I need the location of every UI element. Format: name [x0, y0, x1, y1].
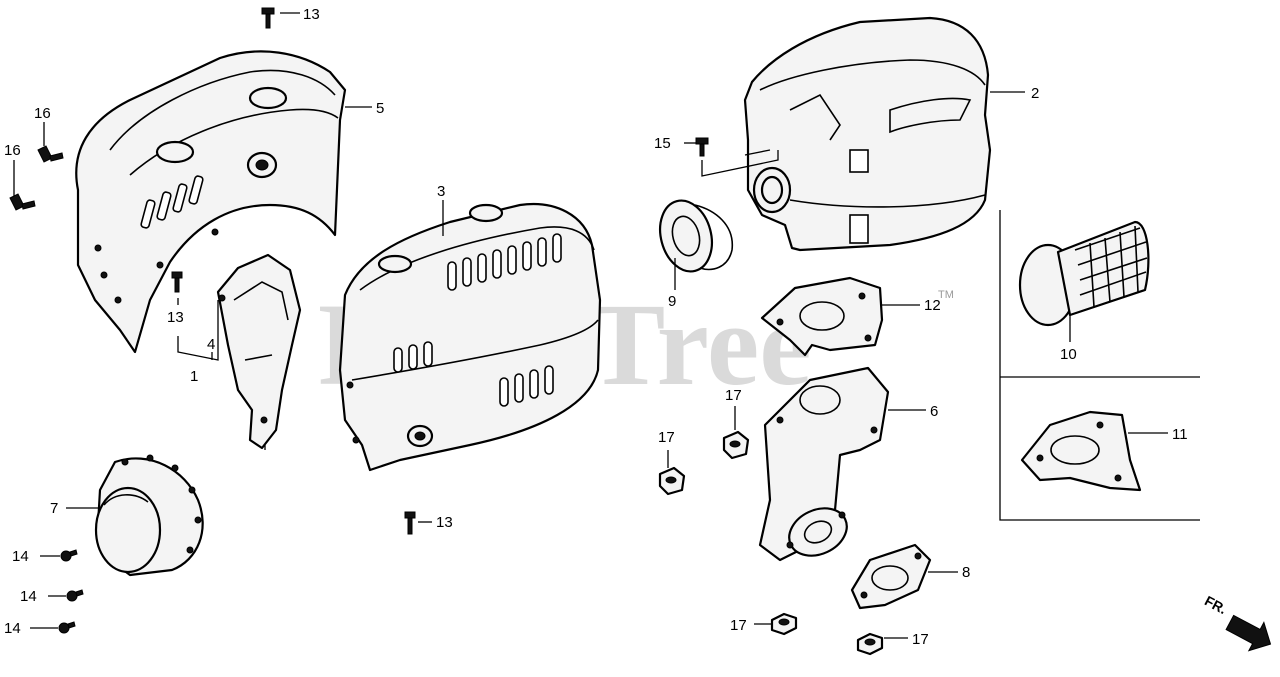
label-part-12: 12 — [924, 297, 941, 314]
screw-14-c — [58, 621, 76, 634]
part-5-muffler-shroud — [75, 50, 347, 354]
trademark-mark: TM — [938, 289, 954, 301]
bolt-13-bottom — [404, 511, 416, 535]
label-part-5: 5 — [376, 100, 384, 117]
part-12-muffler-gasket — [760, 276, 884, 357]
part-8-exhaust-gasket — [850, 543, 932, 610]
screw-14-a — [60, 549, 78, 562]
part-10-spark-arrester — [1018, 220, 1150, 327]
screw-14-b — [66, 589, 84, 602]
label-part-15: 15 — [654, 135, 671, 152]
label-part-4: 4 — [207, 336, 215, 353]
label-part-10: 10 — [1060, 346, 1077, 363]
label-part-8: 8 — [962, 564, 970, 581]
part-11-arrester-gasket — [1020, 410, 1142, 492]
label-part-14-c: 14 — [4, 620, 21, 637]
nut-17-c — [770, 612, 798, 636]
nut-17-d — [856, 632, 884, 656]
label-part-17-a: 17 — [725, 387, 742, 404]
front-arrow-icon — [1225, 614, 1272, 652]
label-part-1: 1 — [190, 368, 198, 385]
nut-17-b — [658, 466, 686, 496]
label-part-6: 6 — [930, 403, 938, 420]
label-part-14-a: 14 — [12, 548, 29, 565]
label-part-11: 11 — [1172, 426, 1188, 443]
part-4-heat-protector — [216, 253, 302, 450]
leader-lines — [13, 12, 1168, 639]
label-part-16-upper: 16 — [34, 105, 51, 122]
label-part-14-b: 14 — [20, 588, 37, 605]
label-part-17-d: 17 — [912, 631, 929, 648]
part-3-muffler-protector — [338, 202, 602, 472]
label-part-2: 2 — [1031, 85, 1039, 102]
label-part-3: 3 — [437, 183, 445, 200]
label-part-16-lower: 16 — [4, 142, 21, 159]
bolt-13-mid — [171, 271, 183, 293]
part-9-gasket — [659, 199, 733, 273]
label-part-13-top: 13 — [303, 6, 320, 23]
bolt-13-top — [261, 7, 275, 29]
part-2-muffler — [743, 16, 992, 252]
screw-16-upper — [37, 145, 64, 163]
part-6-exhaust-pipe — [758, 366, 890, 562]
label-part-9: 9 — [668, 293, 676, 310]
label-part-17-c: 17 — [730, 617, 747, 634]
front-direction-indicator: FR. — [1202, 592, 1272, 652]
bolt-15 — [695, 137, 709, 157]
part-7-muffler-end-cap — [94, 454, 204, 577]
label-part-13-mid: 13 — [167, 309, 184, 326]
label-part-7: 7 — [50, 500, 58, 517]
option-box-frame — [999, 210, 1200, 521]
screw-16-lower — [9, 193, 36, 211]
nut-17-a — [722, 430, 750, 460]
front-label: FR. — [1202, 592, 1229, 617]
label-part-17-b: 17 — [658, 429, 675, 446]
label-part-13-bottom: 13 — [436, 514, 453, 531]
